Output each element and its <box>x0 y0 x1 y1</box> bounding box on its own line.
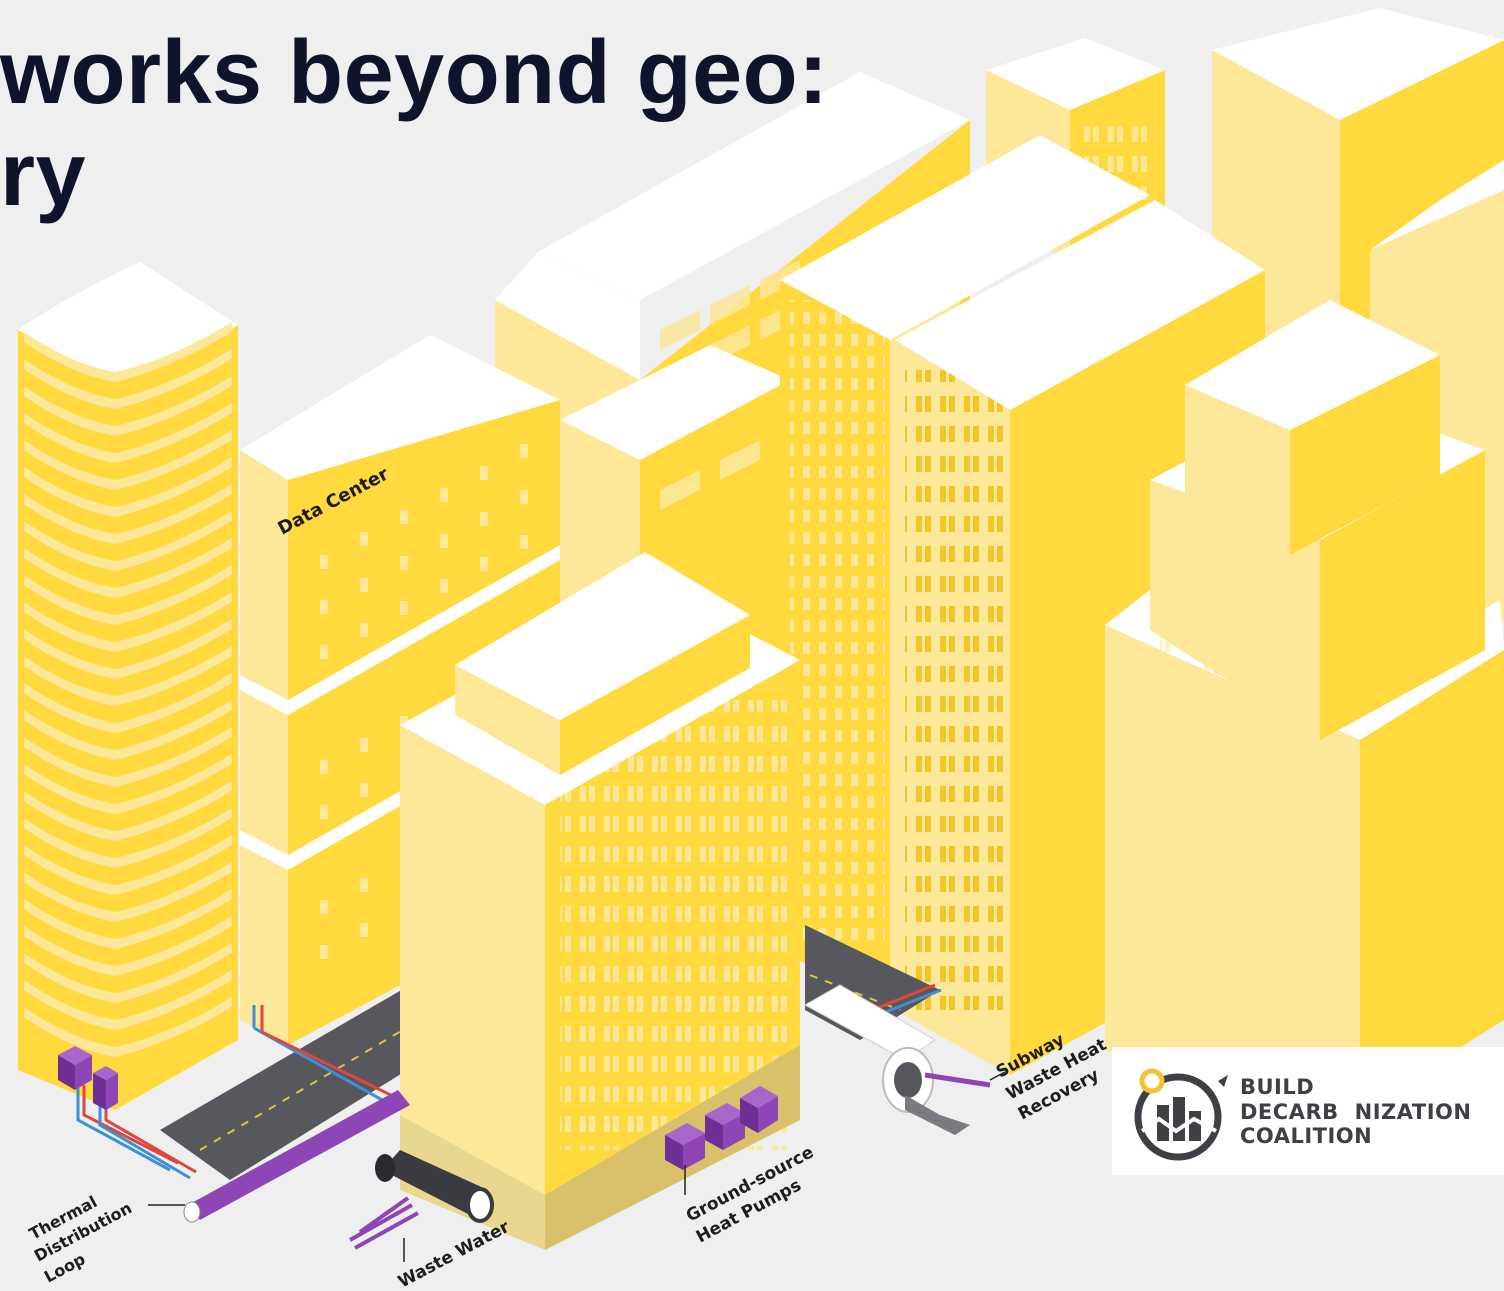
tower-floor-stripe <box>24 430 232 490</box>
front-building <box>400 552 800 1250</box>
heat-pump-units <box>665 1086 778 1195</box>
logo-line-3: COALITION <box>1240 1124 1373 1148</box>
label-waste-water: Waste Water <box>395 1217 514 1291</box>
tower-floor-stripe <box>24 322 232 382</box>
slide-title-line-2: ry <box>0 125 87 225</box>
tower-floor-stripe <box>24 889 232 949</box>
tower-floor-stripe <box>24 538 232 598</box>
tower-floor-stripe <box>24 376 232 436</box>
logo-line-2: DECARB NIZATION <box>1240 1100 1471 1124</box>
stepped-building-right <box>1105 300 1504 1110</box>
tower-floor-stripe <box>24 916 232 976</box>
curved-tower-left <box>18 262 238 1110</box>
tower-floor-stripe <box>24 862 232 922</box>
tower-floor-stripes <box>24 322 232 1057</box>
tower-floor-stripe <box>24 781 232 841</box>
tower-floor-stripe <box>24 943 232 1003</box>
tower-floor-stripe <box>24 970 232 1030</box>
logo-line-2-a: DECARB <box>1240 1100 1339 1124</box>
tower-floor-stripe <box>24 808 232 868</box>
tower-floor-stripe <box>24 835 232 895</box>
logo-line-2-b: NIZATION <box>1354 1100 1472 1124</box>
tower-floor-stripe <box>24 457 232 517</box>
tower-floor-stripe <box>24 700 232 760</box>
coalition-logo-icon <box>1134 1068 1228 1161</box>
tower-floor-stripe <box>24 511 232 571</box>
thermal-loop-pipes <box>76 1085 410 1223</box>
tower-floor-stripe <box>24 646 232 706</box>
waste-water-pipe <box>349 1150 494 1250</box>
tower-floor-stripe <box>24 484 232 544</box>
subway-tunnel <box>803 984 1006 1135</box>
tower-floor-stripe <box>24 349 232 409</box>
tower-floor-stripe <box>24 565 232 625</box>
tower-floor-stripe <box>24 592 232 652</box>
tower-floor-stripe <box>24 997 232 1057</box>
tower-floor-stripe <box>24 403 232 463</box>
logo-line-1: BUILD <box>1240 1075 1315 1099</box>
tower-floor-stripe <box>24 754 232 814</box>
tower-floor-stripe <box>24 619 232 679</box>
slide-title-line-1: works beyond geo: <box>0 23 829 123</box>
tower-floor-stripe <box>24 727 232 787</box>
coalition-logo: BUILD DECARB NIZATION COALITION <box>1112 1047 1504 1175</box>
heat-exchanger-boxes <box>58 1046 118 1110</box>
label-thermal-loop: Thermal Distribution Loop <box>26 1192 185 1287</box>
tower-floor-stripe <box>24 673 232 733</box>
